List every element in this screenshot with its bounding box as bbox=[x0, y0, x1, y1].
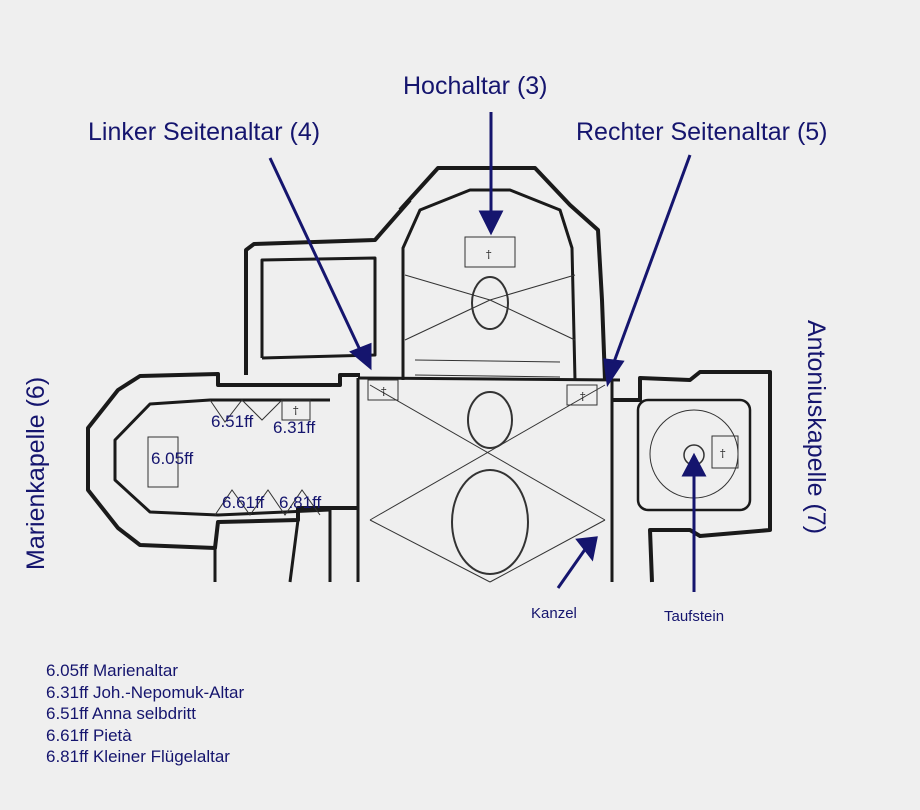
vault-line bbox=[404, 274, 491, 301]
antoniuskapelle-wall bbox=[612, 370, 772, 583]
vault-line bbox=[369, 519, 491, 583]
vault-line bbox=[489, 299, 576, 341]
plan-label-631: 6.31ff bbox=[273, 418, 316, 437]
cross-icon: † bbox=[381, 385, 387, 398]
linker-seitenaltar-label: Linker Seitenaltar (4) bbox=[88, 118, 321, 146]
choir-outer-wall bbox=[398, 166, 607, 381]
south-wall bbox=[213, 510, 332, 583]
legend-item: 6.51ff Anna selbdritt bbox=[46, 704, 196, 723]
nave-ornament-lower bbox=[451, 469, 529, 575]
rechter-arrowhead bbox=[603, 358, 625, 388]
north-annex-inner bbox=[260, 256, 377, 360]
hochaltar-box bbox=[464, 236, 516, 268]
rechter-arrow bbox=[612, 154, 692, 363]
taufstein-arrowhead bbox=[681, 452, 707, 477]
cross-icon: † bbox=[580, 390, 586, 403]
vault-zigzag bbox=[209, 399, 283, 423]
plan-label-651: 6.51ff bbox=[211, 412, 254, 431]
rechter-seitenaltar-label: Rechter Seitenaltar (5) bbox=[576, 118, 828, 146]
plan-label-605: 6.05ff bbox=[151, 449, 194, 468]
kanzel-label: Kanzel bbox=[531, 605, 577, 622]
vault-zigzag bbox=[214, 489, 321, 516]
nepomuk-altar-box bbox=[281, 399, 311, 421]
hochaltar-label: Hochaltar (3) bbox=[403, 72, 548, 100]
vault-line bbox=[369, 384, 606, 521]
marienaltar-box bbox=[147, 436, 179, 488]
marienkapelle-label: Marienkapelle (6) bbox=[22, 376, 50, 570]
legend-item: 6.61ff Pietà bbox=[46, 725, 132, 745]
vault-line bbox=[489, 519, 606, 583]
legend-item: 6.05ff Marienaltar bbox=[46, 661, 178, 680]
taufstein-altar-box bbox=[711, 435, 739, 469]
left-side-altar-box bbox=[367, 379, 399, 401]
plan-label-681: 6.81ff bbox=[279, 493, 322, 512]
right-side-altar-box bbox=[566, 384, 598, 406]
cross-icon: † bbox=[720, 447, 726, 460]
cross-icon: † bbox=[486, 248, 492, 261]
plan-label-661: 6.61ff bbox=[222, 493, 265, 512]
nave-ornament-upper bbox=[467, 391, 513, 449]
kanzel-arrow bbox=[556, 547, 588, 589]
legend-item: 6.81ff Kleiner Flügelaltar bbox=[46, 747, 230, 766]
linker-arrow bbox=[268, 157, 362, 351]
choir-ornament bbox=[471, 276, 509, 330]
hochaltar-arrowhead bbox=[478, 210, 504, 236]
legend-item: 6.31ff Joh.-Nepomuk-Altar bbox=[46, 682, 245, 702]
nave-north-wall bbox=[357, 376, 621, 382]
cross-icon: † bbox=[293, 404, 299, 417]
marienkapelle-inner-wall bbox=[113, 398, 331, 517]
vault-line bbox=[404, 299, 491, 341]
vault-line bbox=[489, 274, 576, 301]
legend: 6.05ff Marienaltar 6.31ff Joh.-Nepomuk-A… bbox=[46, 660, 244, 768]
kanzel-arrowhead bbox=[575, 536, 598, 562]
marienkapelle-wall bbox=[86, 372, 360, 550]
antoniuskapelle-label: Antoniuskapelle (7) bbox=[802, 320, 830, 535]
taufstein-label: Taufstein bbox=[664, 608, 725, 625]
window-strip bbox=[414, 359, 561, 378]
linker-arrowhead bbox=[349, 342, 372, 371]
north-annex-wall bbox=[244, 198, 412, 375]
